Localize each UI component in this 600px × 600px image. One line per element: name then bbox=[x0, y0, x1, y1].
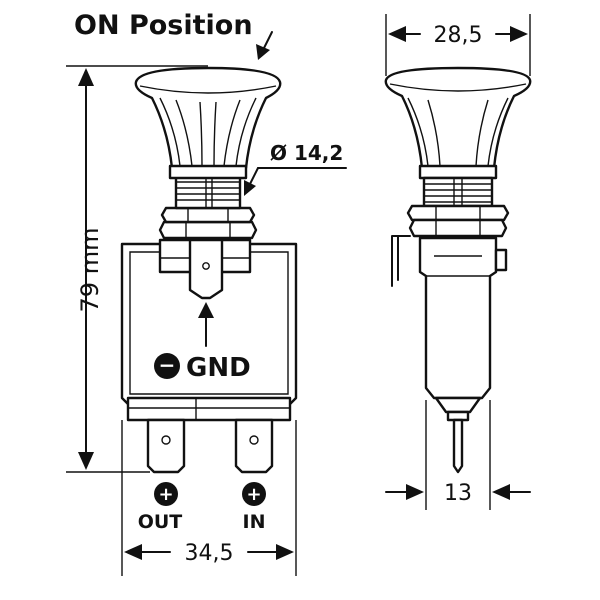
side-depth-label: 13 bbox=[444, 481, 472, 506]
plus-in-icon bbox=[242, 482, 266, 506]
side-tab bbox=[494, 248, 508, 272]
front-view bbox=[120, 66, 298, 474]
front-knob-rim bbox=[139, 85, 277, 94]
side-knob-rim bbox=[389, 83, 527, 92]
on-position-label: ON Position bbox=[74, 10, 253, 41]
side-depth-dimension: 13 bbox=[385, 400, 531, 510]
side-bottom bbox=[434, 396, 482, 414]
side-thread-lines bbox=[424, 178, 492, 206]
front-knob-collar bbox=[168, 164, 248, 180]
side-knob bbox=[384, 66, 532, 170]
height-dimension: 79 mm bbox=[66, 65, 208, 473]
front-width-dimension: 34,5 bbox=[121, 420, 297, 576]
gnd-label: GND bbox=[186, 353, 251, 383]
diameter-label: Ø 14,2 bbox=[270, 141, 343, 165]
side-pin bbox=[452, 418, 464, 474]
out-label: OUT bbox=[138, 511, 183, 533]
height-label: 79 mm bbox=[76, 228, 104, 313]
side-nut-lower bbox=[408, 218, 508, 238]
minus-symbol-text: − bbox=[159, 353, 176, 377]
in-terminal-hole bbox=[249, 435, 259, 445]
front-knob-flutes bbox=[159, 97, 257, 167]
on-position-arrow bbox=[256, 31, 273, 60]
side-width-dimension: 28,5 bbox=[385, 14, 531, 76]
gnd-terminal-hole bbox=[202, 262, 210, 270]
side-bracket bbox=[391, 235, 411, 287]
front-base bbox=[126, 396, 292, 422]
side-view bbox=[384, 66, 532, 474]
gnd-label-group: − GND bbox=[154, 353, 251, 383]
plus-out-text: + bbox=[158, 484, 173, 505]
plus-out-icon bbox=[154, 482, 178, 506]
in-label: IN bbox=[243, 511, 266, 533]
front-nut-lower bbox=[158, 220, 258, 240]
side-nut-upper bbox=[406, 204, 510, 222]
front-nut-upper bbox=[160, 206, 256, 224]
out-label-group: + OUT bbox=[138, 482, 183, 533]
front-width-label: 34,5 bbox=[185, 541, 234, 566]
plus-in-text: + bbox=[246, 484, 261, 505]
front-thread-lines bbox=[176, 176, 240, 208]
in-label-group: + IN bbox=[242, 482, 266, 533]
side-housing bbox=[418, 236, 498, 400]
out-terminal-hole bbox=[161, 435, 171, 445]
side-knob-flutes bbox=[407, 97, 509, 167]
gnd-pointer-arrow bbox=[198, 302, 214, 347]
minus-symbol-icon bbox=[154, 353, 180, 379]
in-terminal bbox=[234, 418, 274, 474]
front-thread bbox=[174, 174, 242, 210]
out-terminal bbox=[146, 418, 186, 474]
diameter-callout: Ø 14,2 bbox=[244, 141, 347, 196]
front-knob bbox=[134, 66, 282, 170]
side-knob-collar bbox=[418, 164, 498, 180]
side-width-label: 28,5 bbox=[434, 23, 483, 48]
